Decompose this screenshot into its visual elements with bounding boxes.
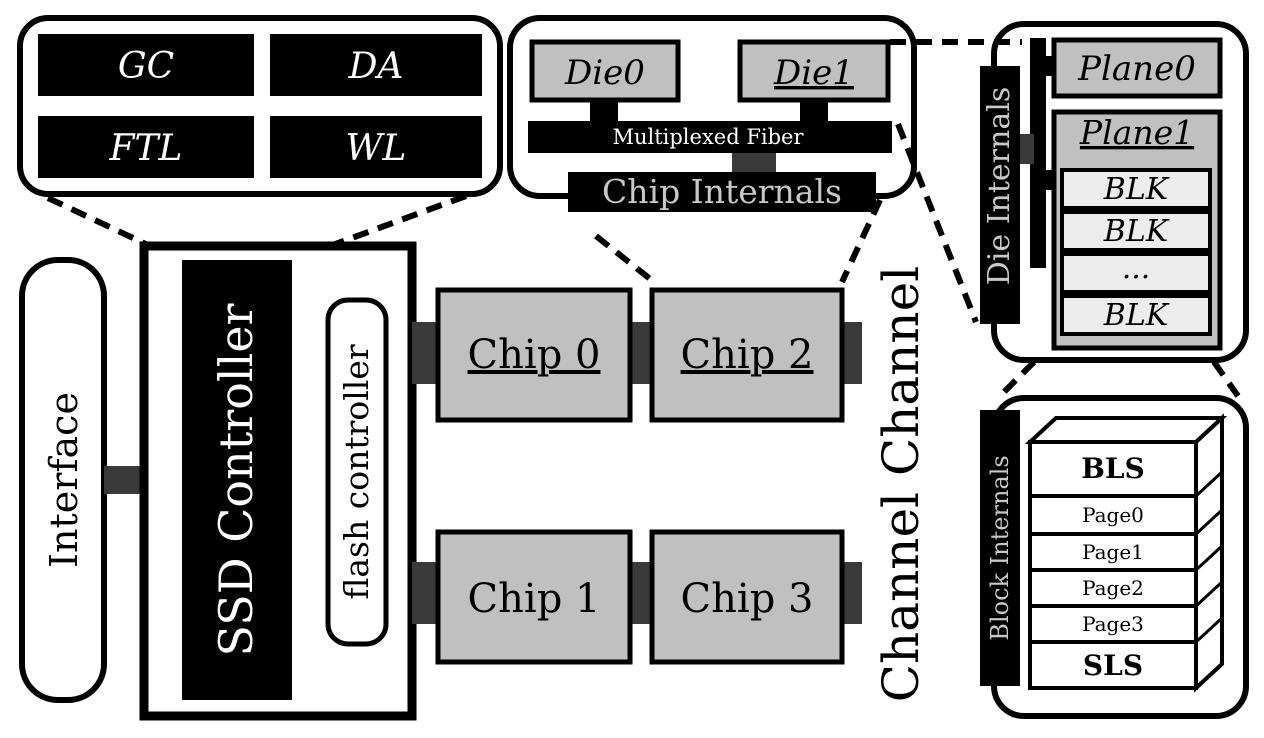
multiplexed-fiber-bus: Multiplexed Fiber [528, 121, 892, 153]
block-row-label: Page2 [1082, 576, 1144, 600]
block-row-label: Page1 [1082, 540, 1144, 564]
die-internals-title: Die Internals [982, 87, 1017, 285]
module-wl: WL [270, 116, 482, 178]
ssd-controller-label: SSD Controller [209, 303, 263, 656]
chip-internals-panel: Die0 Die1 Multiplexed Fiber Chip Interna… [507, 15, 917, 212]
block-list: BLK BLK ... BLK [1060, 168, 1212, 336]
block-label: BLK [1103, 214, 1170, 249]
plane-label: Plane1 [1079, 113, 1194, 152]
module-gc: GC [38, 34, 254, 96]
block-stack-3d: BLS Page0 Page1 Page2 Page3 SLS [1024, 413, 1228, 693]
module-ftl: FTL [38, 116, 254, 178]
chip-internals-title: Chip Internals [568, 172, 876, 212]
channel-label: Channel Channel [872, 266, 930, 702]
block-label: BLK [1103, 172, 1170, 207]
block-label: BLK [1103, 298, 1170, 333]
module-label: WL [346, 128, 407, 169]
chip-label: Chip 3 [681, 576, 814, 622]
chip-internals-title-text: Chip Internals [602, 172, 842, 211]
interface-box: Interface [19, 257, 107, 703]
block-internals-title: Block Internals [986, 455, 1014, 640]
plane-0: Plane0 [1051, 37, 1223, 99]
die-internals-panel: Die Internals Plane0 Plane1 BLK BLK ... … [980, 21, 1249, 363]
chip-1: Chip 1 [435, 529, 633, 665]
block-row-label: Page0 [1082, 503, 1144, 527]
block-row-label: SLS [1083, 649, 1143, 682]
die-label: Die1 [773, 53, 854, 93]
block-internals-panel: Block Internals BLS Page0 Page1 Page2 Pa… [980, 395, 1249, 719]
chip-label: Chip 2 [681, 332, 814, 378]
chip-0: Chip 0 [435, 287, 633, 423]
plane-1: Plane1 BLK BLK ... BLK [1051, 109, 1223, 351]
firmware-panel: GC DA FTL WL [17, 15, 503, 197]
interface-label: Interface [42, 392, 86, 568]
zoom-connectors [46, 39, 1241, 399]
die-1: Die1 [737, 39, 891, 103]
die-label: Die0 [564, 53, 645, 93]
block-row-label: BLS [1081, 452, 1145, 485]
bus-label: Multiplexed Fiber [612, 125, 804, 149]
ssd-controller-box: SSD Controller flash controller [139, 241, 417, 721]
block-label: ... [1122, 251, 1151, 286]
module-label: GC [118, 46, 174, 87]
chip-2: Chip 2 [649, 287, 845, 423]
interface-connector [104, 466, 144, 494]
module-label: FTL [109, 128, 183, 169]
module-label: DA [348, 46, 404, 87]
chip-label: Chip 1 [468, 576, 601, 622]
block-row-label: Page3 [1082, 612, 1144, 636]
chip-label: Chip 0 [468, 332, 601, 378]
die-0: Die0 [529, 39, 681, 103]
plane-label: Plane0 [1077, 49, 1196, 89]
flash-controller-label: flash controller [337, 344, 376, 600]
module-da: DA [270, 34, 482, 96]
chip-3: Chip 3 [649, 529, 845, 665]
